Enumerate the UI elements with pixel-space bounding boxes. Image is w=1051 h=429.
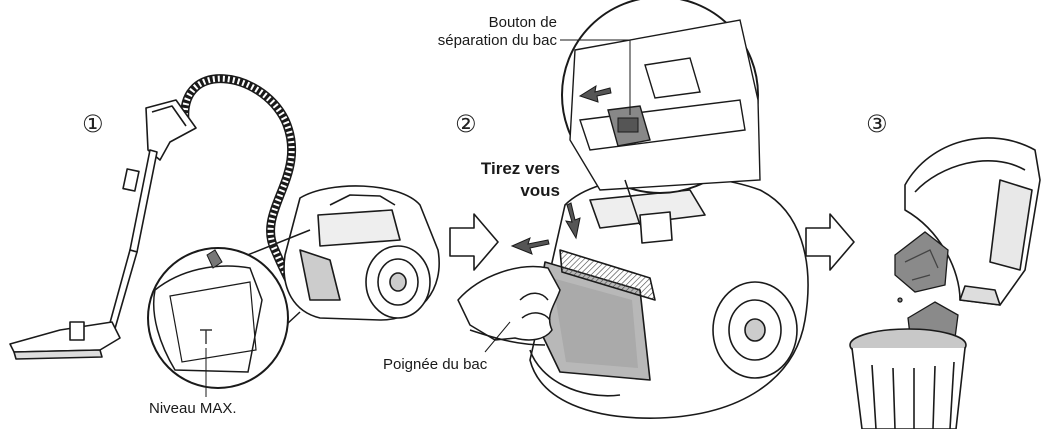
step-number-3: ③ [866,110,888,138]
dust-bin-icon [904,137,1041,306]
pull-left-arrow-icon [510,237,550,255]
right-arrow-icon [449,213,499,271]
pull-instruction-label: Tirez vers vous [480,159,560,200]
zoom-detail-icon [147,229,311,397]
max-level-label: Niveau MAX. [149,400,237,417]
bin-handle-label: Poignée du bac [383,356,488,373]
step-number-1: ① [82,110,104,138]
right-arrow-icon [805,213,855,271]
dust-bin-icon [529,174,809,419]
step-number-2: ② [455,110,477,138]
trash-can-icon [849,328,967,429]
hand-icon [457,265,561,346]
zoom-detail-icon [560,0,761,226]
release-button-label: Bouton de séparation du bac [437,14,557,49]
pull-down-arrow-icon [565,202,581,240]
vacuum-cleaner-icon [9,74,440,360]
